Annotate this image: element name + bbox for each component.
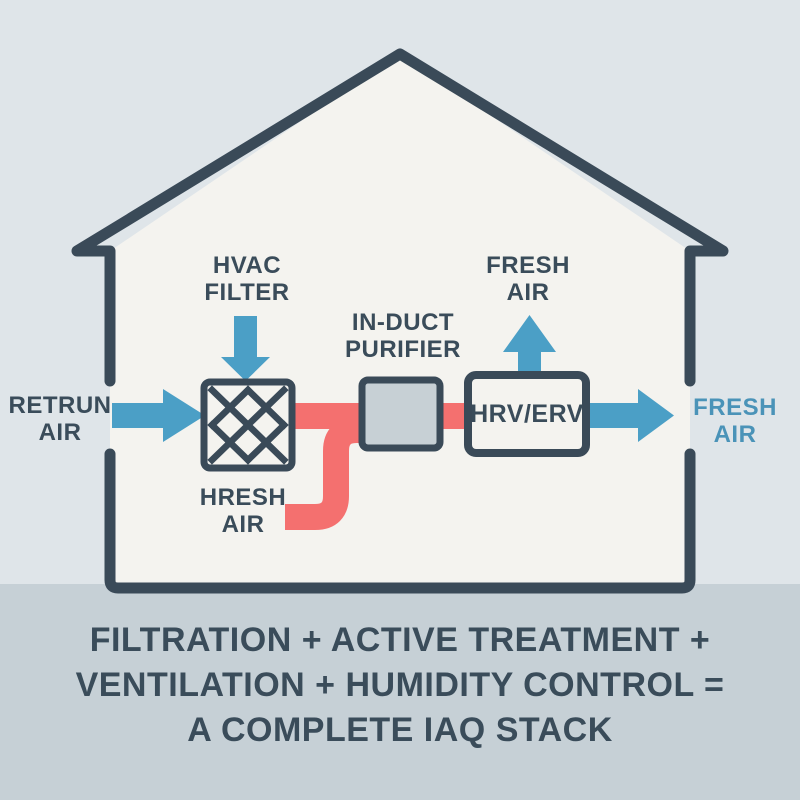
fresh-air-top-label: FRESH AIR <box>486 252 570 307</box>
hresh-air-label: HRESH AIR <box>199 484 287 539</box>
in-duct-purifier-label: IN-DUCT PURIFIER <box>344 309 461 364</box>
hrv-erv-box <box>464 371 590 457</box>
fresh-air-intake-pipe <box>285 417 370 530</box>
hvac-filter-lattice <box>207 385 289 465</box>
house-lower-outline <box>104 448 696 594</box>
fresh-air-exit-arrow <box>560 389 674 442</box>
in-duct-purifier-box <box>358 376 444 452</box>
fresh-air-up-arrow <box>503 315 556 380</box>
house-roof-outline <box>71 48 729 387</box>
return-air-arrow <box>112 389 205 442</box>
caption-text: FILTRATION + ACTIVE TREATMENT + VENTILAT… <box>75 621 725 749</box>
hvac-filter-box <box>200 378 296 472</box>
ground-band <box>0 584 800 800</box>
filter-down-arrow <box>221 316 270 381</box>
return-air-label: RETRUN AIR <box>8 392 112 447</box>
hrv-erv-label: HRV/ERV <box>470 399 584 428</box>
hvac-filter-label: HVAC FILTER <box>204 252 290 307</box>
fresh-air-right-label: FRESH AIR <box>693 394 777 449</box>
